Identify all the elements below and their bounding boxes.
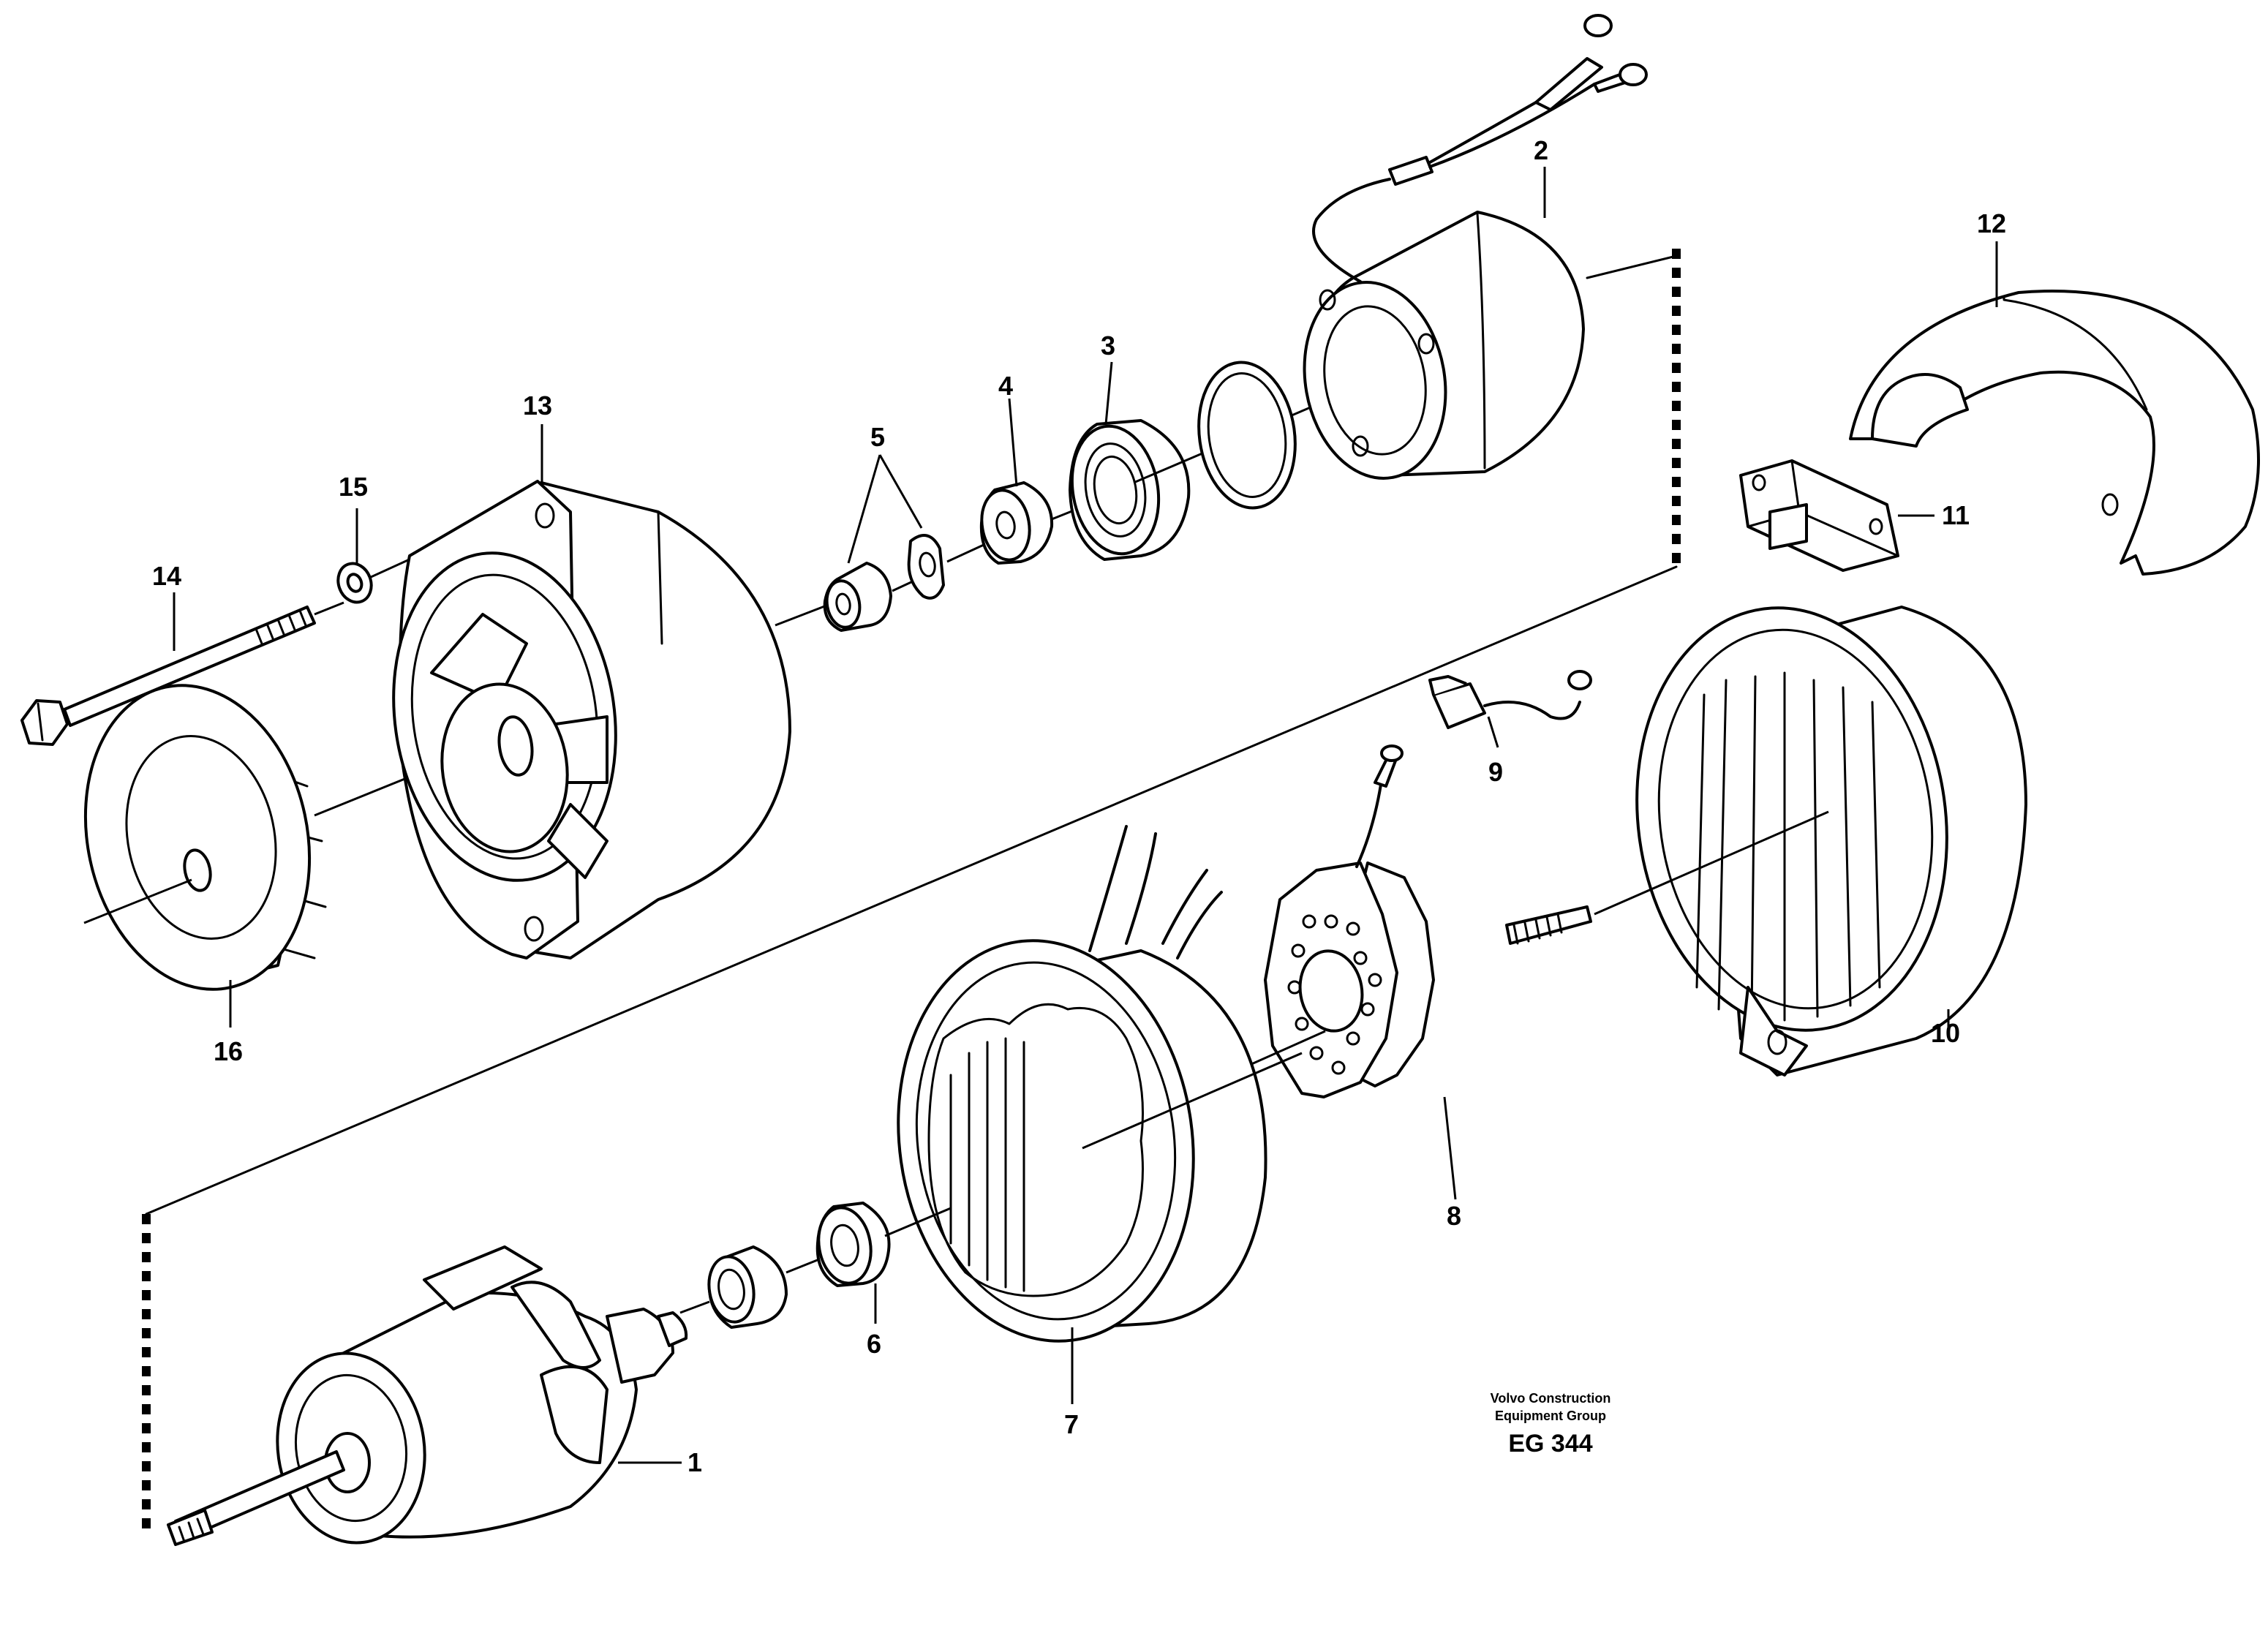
callout-12: 12 — [1977, 208, 2006, 238]
part-16-pulley-fan — [83, 684, 469, 991]
callout-8: 8 — [1447, 1201, 1461, 1231]
part-4-bushing — [979, 481, 1089, 565]
callout-5: 5 — [870, 422, 885, 452]
footer-company-line2: Equipment Group — [1495, 1409, 1606, 1423]
callout-2: 2 — [1534, 135, 1548, 165]
callout-15: 15 — [339, 472, 368, 502]
footer-code: EG 344 — [1508, 1430, 1592, 1458]
part-3-bearing — [1069, 397, 1332, 561]
part-12-cover — [1849, 290, 2260, 576]
footer-credit: Volvo Construction Equipment Group EG 34… — [1491, 1391, 1611, 1458]
callout-1: 1 — [687, 1447, 702, 1477]
footer-company-line1: Volvo Construction — [1491, 1391, 1611, 1406]
callout-3: 3 — [1101, 331, 1115, 361]
part-9-suppressor — [1428, 670, 1592, 729]
part-11-regulator — [1739, 459, 1899, 572]
callout-14: 14 — [152, 561, 181, 591]
rotor-bushing — [679, 1245, 820, 1329]
callout-6: 6 — [867, 1329, 881, 1359]
callout-11: 11 — [1942, 500, 1970, 530]
callout-leaders — [173, 167, 1998, 1464]
callout-4: 4 — [998, 371, 1013, 401]
part-10-end-shield — [1505, 606, 2027, 1077]
part-6-bearing — [815, 1202, 952, 1287]
rectifier-diodes — [1287, 914, 1382, 1075]
part-2-housing — [1303, 14, 1648, 480]
part-5-spacers — [775, 534, 984, 632]
part-14-bolt — [20, 601, 344, 746]
callout-16: 16 — [214, 1036, 243, 1066]
part-13-drive-end-shield — [392, 480, 791, 959]
callout-9: 9 — [1488, 757, 1503, 787]
callout-10: 10 — [1931, 1018, 1960, 1048]
boundary-dashed-lines — [142, 249, 1681, 1536]
callout-7: 7 — [1064, 1409, 1079, 1439]
callout-labels: 2 3 4 5 13 15 14 16 12 11 9 10 8 7 6 1 — [152, 135, 2006, 1477]
part-8-rectifier — [1243, 744, 1435, 1098]
part-1-rotor — [167, 1245, 688, 1546]
callout-13: 13 — [523, 391, 552, 421]
o-ring — [1197, 361, 1297, 510]
part-7-stator — [897, 825, 1303, 1343]
